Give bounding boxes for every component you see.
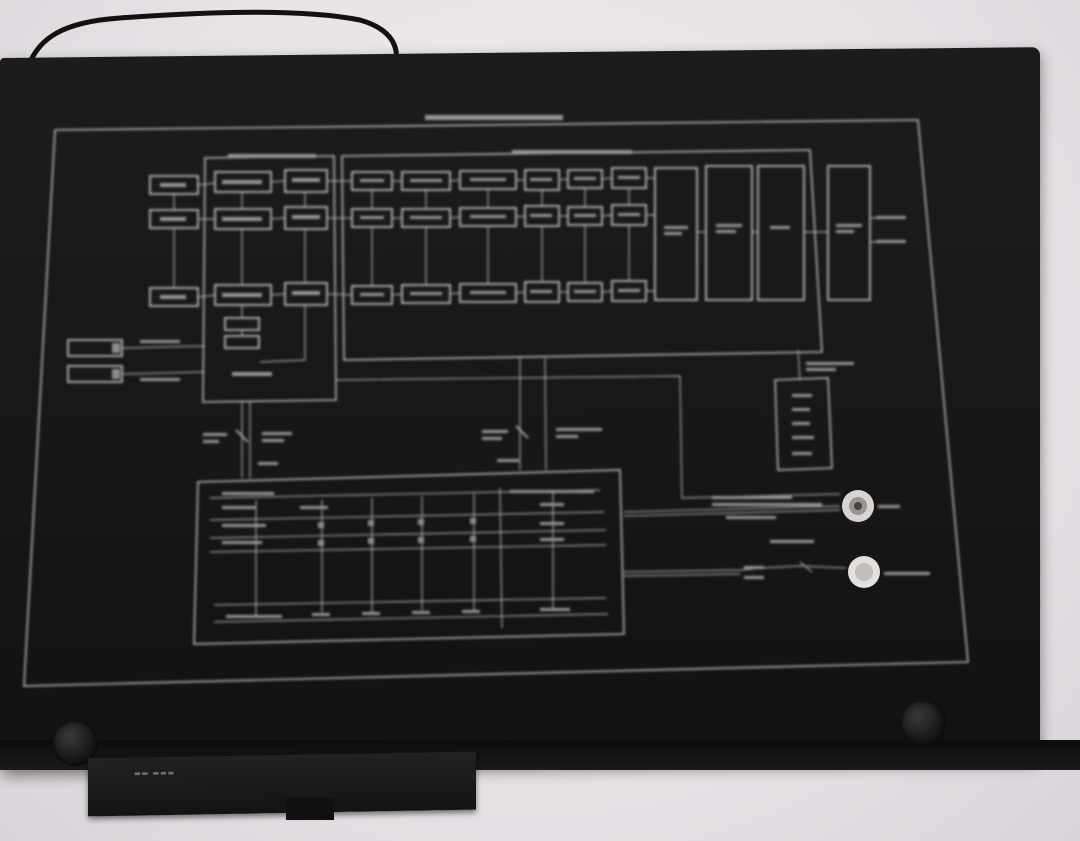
- diagram-header-text: [425, 115, 563, 120]
- routing-matrix-box: [193, 469, 625, 645]
- diagram-outer-frame: [23, 119, 969, 687]
- main-processing-box: [341, 149, 823, 361]
- jack-icon: [842, 490, 874, 522]
- power-cable-icon: [27, 9, 399, 65]
- side-input-jacks: [67, 339, 206, 383]
- front-plate-tab: [286, 798, 334, 820]
- selector-legend-box: [774, 377, 833, 471]
- jack-icon: [848, 556, 880, 588]
- rubber-foot-icon: [900, 700, 946, 746]
- processing-blocks: [326, 165, 906, 305]
- left-module-blocks: [197, 169, 328, 376]
- interconnect-labels: [203, 362, 854, 465]
